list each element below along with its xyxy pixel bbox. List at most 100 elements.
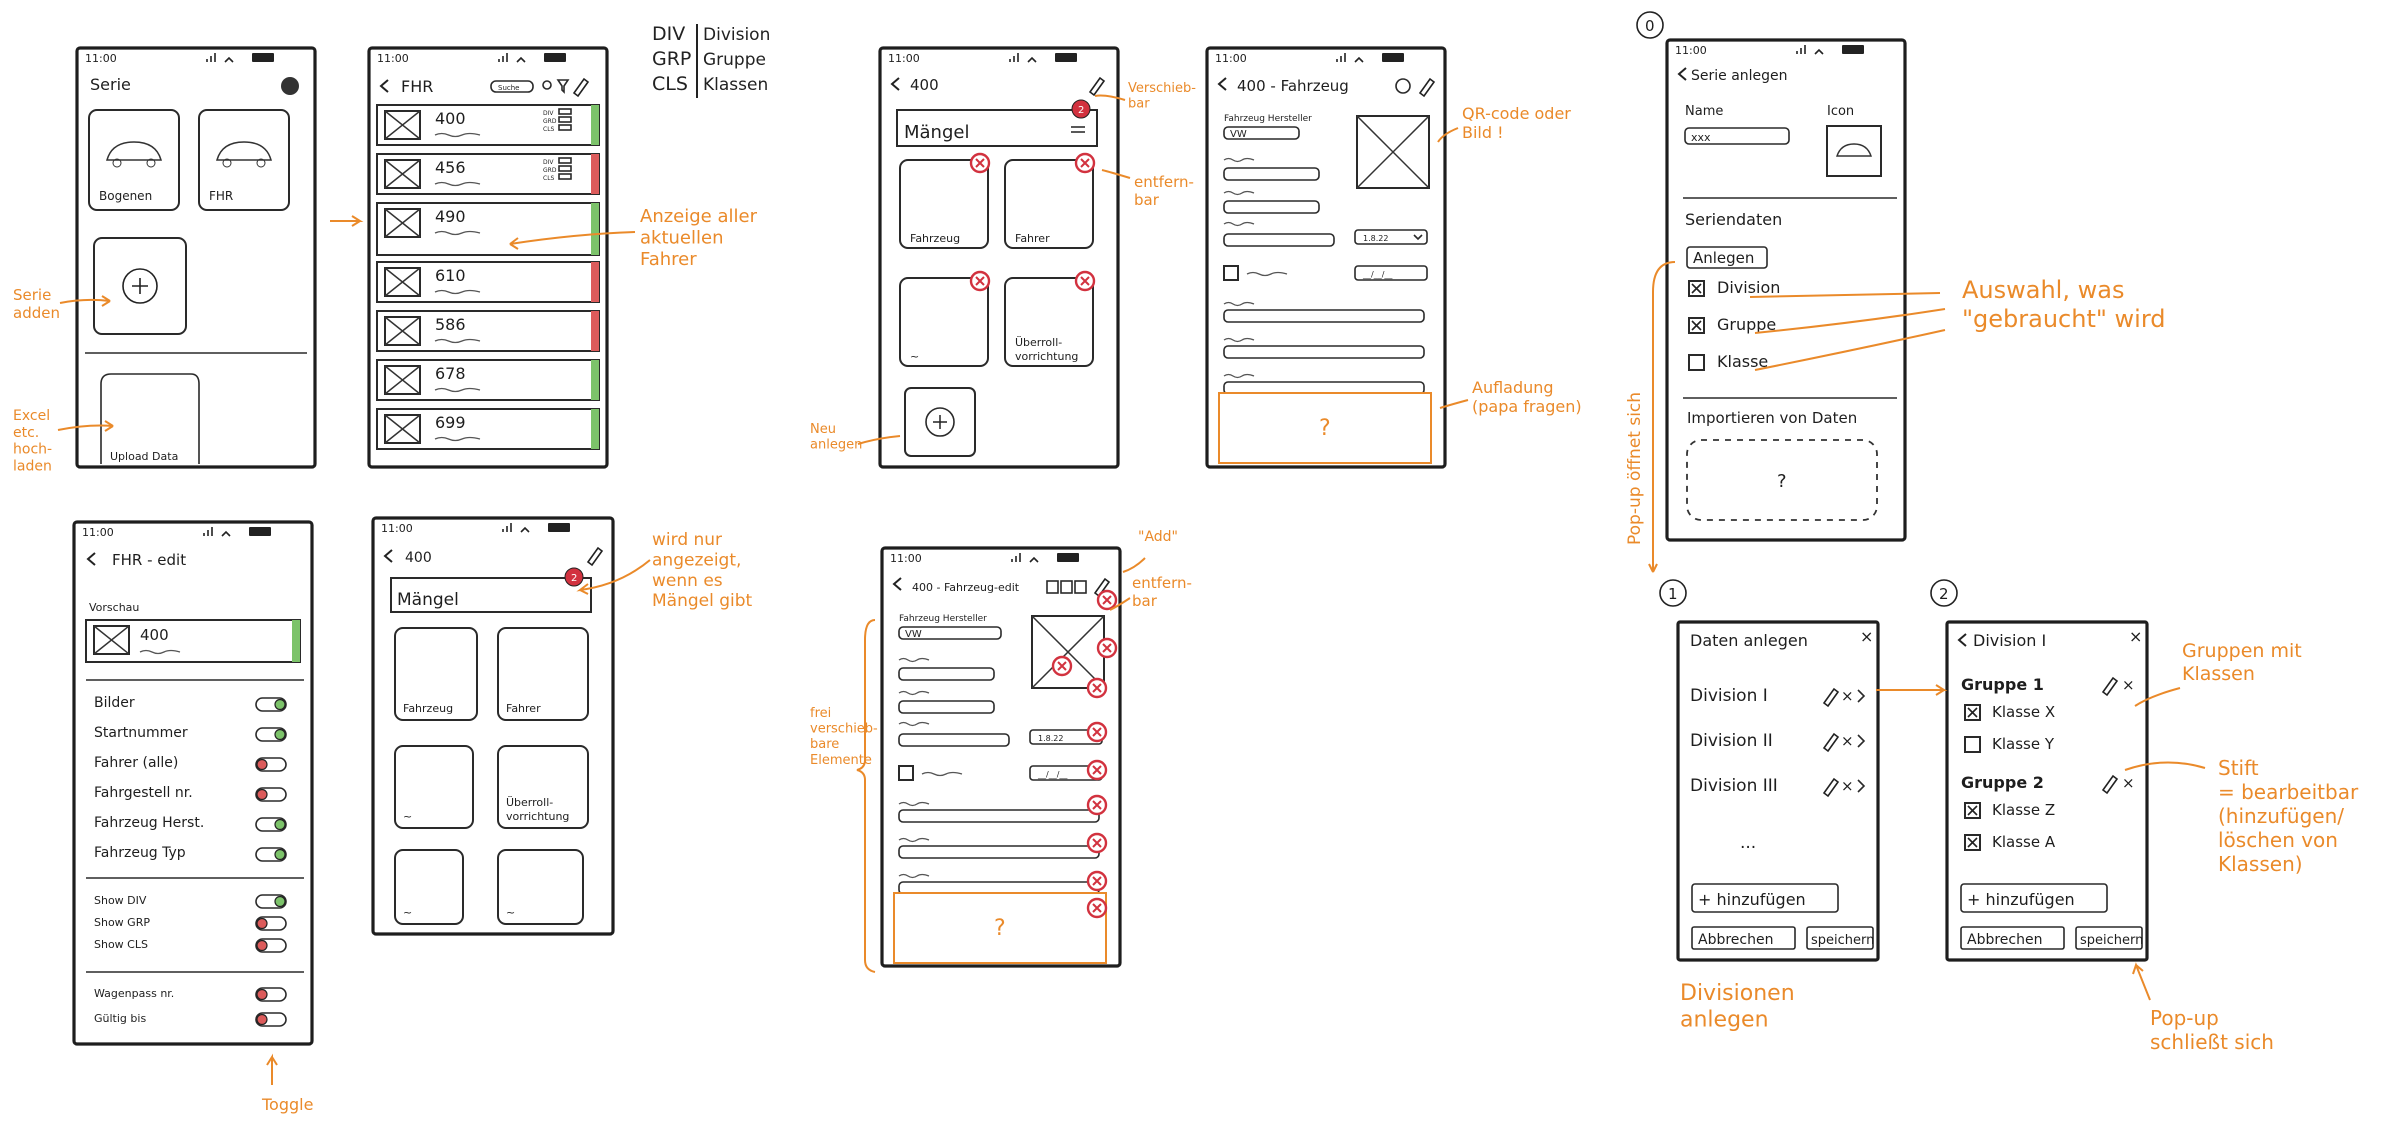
- chevron-right-icon[interactable]: [1857, 689, 1866, 703]
- checkbox[interactable]: [1964, 736, 1981, 753]
- checkbox[interactable]: [1688, 354, 1705, 371]
- cancel-button[interactable]: [1960, 926, 2065, 950]
- defects-section[interactable]: [390, 577, 592, 613]
- division-item[interactable]: Division II: [1690, 731, 1773, 751]
- import-dropzone[interactable]: [1686, 439, 1878, 521]
- chevron-right-icon[interactable]: [1857, 779, 1866, 793]
- toggle-switch[interactable]: [255, 787, 287, 802]
- back-icon[interactable]: [86, 552, 96, 566]
- text-field[interactable]: [1223, 200, 1320, 214]
- check-mark: [1967, 707, 1978, 718]
- pencil-icon[interactable]: [1418, 77, 1436, 98]
- text-field[interactable]: [898, 626, 1002, 640]
- text-field[interactable]: [1223, 126, 1300, 140]
- checkbox[interactable]: [898, 765, 914, 781]
- text-field[interactable]: [1223, 309, 1425, 323]
- create-button[interactable]: [1686, 246, 1768, 269]
- driver-row[interactable]: 610: [376, 261, 600, 303]
- cancel-button[interactable]: [1691, 926, 1796, 950]
- section-title: Importieren von Daten: [1687, 409, 1857, 427]
- toggle-switch[interactable]: [255, 1012, 287, 1027]
- back-icon[interactable]: [892, 577, 902, 591]
- add-button[interactable]: [1691, 883, 1839, 913]
- driver-row[interactable]: 490: [376, 202, 600, 256]
- profile-icon[interactable]: [281, 77, 299, 95]
- wifi-icon: [1354, 56, 1364, 63]
- drag-handle-icon[interactable]: [1071, 126, 1085, 133]
- delete-icon[interactable]: ×: [1841, 777, 1854, 795]
- series-tile[interactable]: Bogenen: [88, 109, 180, 211]
- toggle-switch[interactable]: [255, 727, 287, 742]
- back-icon[interactable]: [1677, 67, 1687, 81]
- defect-tile-label: ~: [403, 906, 412, 919]
- defect-tile[interactable]: Fahrzeug: [899, 152, 991, 249]
- text-field[interactable]: [1223, 345, 1425, 359]
- pencil-icon[interactable]: [572, 77, 590, 98]
- date-dropdown[interactable]: [1354, 229, 1428, 245]
- toggle-switch[interactable]: [255, 817, 287, 832]
- text-field[interactable]: [898, 733, 1010, 747]
- toggle-knob: [274, 848, 286, 861]
- back-icon[interactable]: [383, 549, 393, 563]
- delete-icon[interactable]: ×: [2122, 774, 2135, 792]
- toggle-switch[interactable]: [255, 938, 287, 953]
- chevron-right-icon[interactable]: [1857, 734, 1866, 748]
- camera-icon[interactable]: [1046, 580, 1059, 594]
- search-input[interactable]: [490, 80, 534, 93]
- back-icon[interactable]: [1217, 77, 1227, 91]
- save-button[interactable]: [2075, 926, 2143, 950]
- defect-tile[interactable]: ~: [899, 270, 991, 367]
- text-field[interactable]: [898, 667, 995, 681]
- pencil-icon[interactable]: [2101, 774, 2119, 795]
- pencil-icon[interactable]: [2101, 676, 2119, 697]
- pencil-icon[interactable]: [586, 546, 604, 567]
- text-field[interactable]: [898, 700, 995, 714]
- pencil-icon[interactable]: [1822, 777, 1840, 798]
- close-icon[interactable]: ×: [2129, 627, 2142, 646]
- close-icon[interactable]: ×: [1860, 627, 1873, 646]
- text-field[interactable]: [1223, 233, 1335, 247]
- toggle-switch[interactable]: [255, 987, 287, 1002]
- defect-tile[interactable]: Überroll-vorrichtung: [1004, 270, 1096, 367]
- text-field[interactable]: [898, 809, 1100, 823]
- defect-tile[interactable]: Fahrer: [1004, 152, 1096, 249]
- toggle-switch[interactable]: [255, 847, 287, 862]
- upload-tile[interactable]: [100, 373, 200, 464]
- back-icon[interactable]: [1957, 633, 1967, 647]
- division-item[interactable]: Division III: [1690, 776, 1778, 796]
- defects-section[interactable]: [896, 109, 1098, 147]
- pencil-icon[interactable]: [1088, 76, 1106, 97]
- driver-row[interactable]: 699: [376, 408, 600, 450]
- add-icon[interactable]: [1074, 580, 1087, 594]
- add-icon[interactable]: [1395, 78, 1411, 94]
- filter-icon[interactable]: [556, 79, 570, 94]
- toggle-switch[interactable]: [255, 894, 287, 909]
- pencil-icon[interactable]: [1822, 732, 1840, 753]
- toggle-switch[interactable]: [255, 757, 287, 772]
- delete-icon[interactable]: ×: [2122, 676, 2135, 694]
- division-item[interactable]: Division I: [1690, 686, 1768, 706]
- icon-picker[interactable]: [1826, 125, 1882, 177]
- save-button[interactable]: [1806, 926, 1874, 950]
- pencil-icon[interactable]: [1822, 687, 1840, 708]
- note-pencil-editable: Stift= bearbeitbar(hinzufügen/löschen vo…: [2218, 756, 2359, 876]
- text-field[interactable]: [1223, 167, 1320, 181]
- back-icon[interactable]: [379, 79, 389, 93]
- back-icon[interactable]: [890, 77, 900, 91]
- series-tile[interactable]: FHR: [198, 109, 290, 211]
- toggle-switch[interactable]: [255, 916, 287, 931]
- search-icon[interactable]: [542, 80, 552, 90]
- name-input[interactable]: [1684, 127, 1790, 145]
- checkbox[interactable]: [1223, 265, 1239, 281]
- trash-icon[interactable]: [1060, 580, 1073, 594]
- delete-icon[interactable]: ×: [1841, 732, 1854, 750]
- driver-row[interactable]: 678: [376, 359, 600, 401]
- pencil-icon[interactable]: [1093, 577, 1111, 598]
- add-button[interactable]: [1960, 883, 2108, 913]
- date-field[interactable]: [1354, 265, 1428, 281]
- driver-row[interactable]: 586: [376, 310, 600, 352]
- toggle-switch[interactable]: [255, 697, 287, 712]
- delete-icon[interactable]: ×: [1841, 687, 1854, 705]
